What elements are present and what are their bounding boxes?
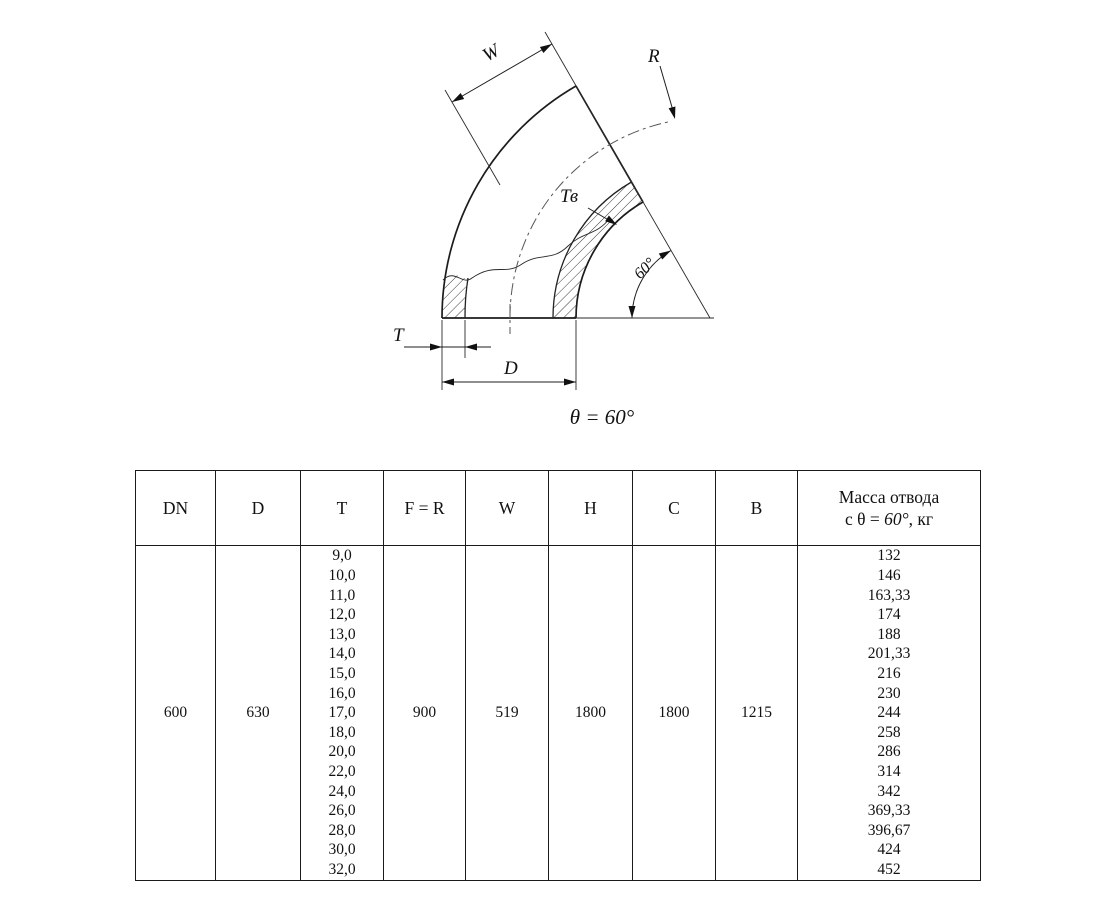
break-line	[442, 217, 611, 281]
header-dn: DN	[135, 470, 216, 546]
value-t-list: 9,0 10,0 11,0 12,0 13,0 14,0 15,0 16,0 1…	[300, 545, 384, 881]
bend-angle-label: 60°	[631, 254, 659, 282]
inner-arc	[575, 201, 644, 319]
bore-inner-edge	[552, 181, 632, 319]
table-data-row: 600 630 9,0 10,0 11,0 12,0 13,0 14,0 15,…	[135, 545, 981, 881]
header-t: T	[300, 470, 384, 546]
value-c: 1800	[632, 545, 716, 881]
w-arrow-right	[539, 44, 552, 53]
tv-arrow	[605, 215, 617, 225]
header-b: B	[715, 470, 798, 546]
header-d: D	[215, 470, 301, 546]
elbow-drawing: W R Тв 60° T D θ = 60°	[393, 31, 714, 429]
header-w: W	[465, 470, 549, 546]
dimensions-table: DN D T F = R W H C B Масса отвода с θ = …	[135, 470, 981, 881]
top-face-extension	[544, 31, 711, 319]
header-h: H	[548, 470, 633, 546]
w-dimension-line	[451, 43, 553, 103]
angle-arrow-top	[658, 250, 671, 260]
w-label: W	[479, 39, 505, 66]
value-dn: 600	[135, 545, 216, 881]
d-arrow-left	[442, 378, 454, 386]
r-label: R	[647, 46, 660, 67]
value-h: 1800	[548, 545, 633, 881]
d-label: D	[503, 358, 518, 379]
header-mass-line2: с θ = 60°, кг	[844, 509, 934, 529]
header-mass: Масса отвода с θ = 60°, кг	[797, 470, 981, 546]
header-mass-line1: Масса отвода	[838, 487, 940, 507]
tv-label: Тв	[560, 186, 578, 207]
value-w: 519	[465, 545, 549, 881]
outer-wall-section	[442, 275, 466, 318]
t-label: T	[393, 325, 405, 346]
value-d: 630	[215, 545, 301, 881]
w-arrow-left	[452, 93, 465, 102]
d-arrow-right	[564, 378, 576, 386]
t-arrow-right	[465, 343, 477, 351]
inner-wall-section	[553, 182, 643, 318]
table-header-row: DN D T F = R W H C B Масса отвода с θ = …	[135, 470, 981, 546]
r-leader-line	[659, 65, 675, 115]
value-mass-list: 132 146 163,33 174 188 201,33 216 230 24…	[797, 545, 981, 881]
header-f-r: F = R	[383, 470, 466, 546]
bore-outer-edge	[464, 277, 469, 319]
r-arrow	[668, 106, 676, 119]
w-extension-line	[444, 89, 501, 186]
value-f-r: 900	[383, 545, 466, 881]
drawing-caption: θ = 60°	[570, 405, 635, 429]
angle-arrow-bottom	[628, 306, 636, 318]
outer-arc	[441, 85, 577, 319]
header-c: C	[632, 470, 716, 546]
centerline-arc	[509, 121, 669, 319]
t-arrow-left	[430, 343, 442, 351]
value-b: 1215	[715, 545, 798, 881]
